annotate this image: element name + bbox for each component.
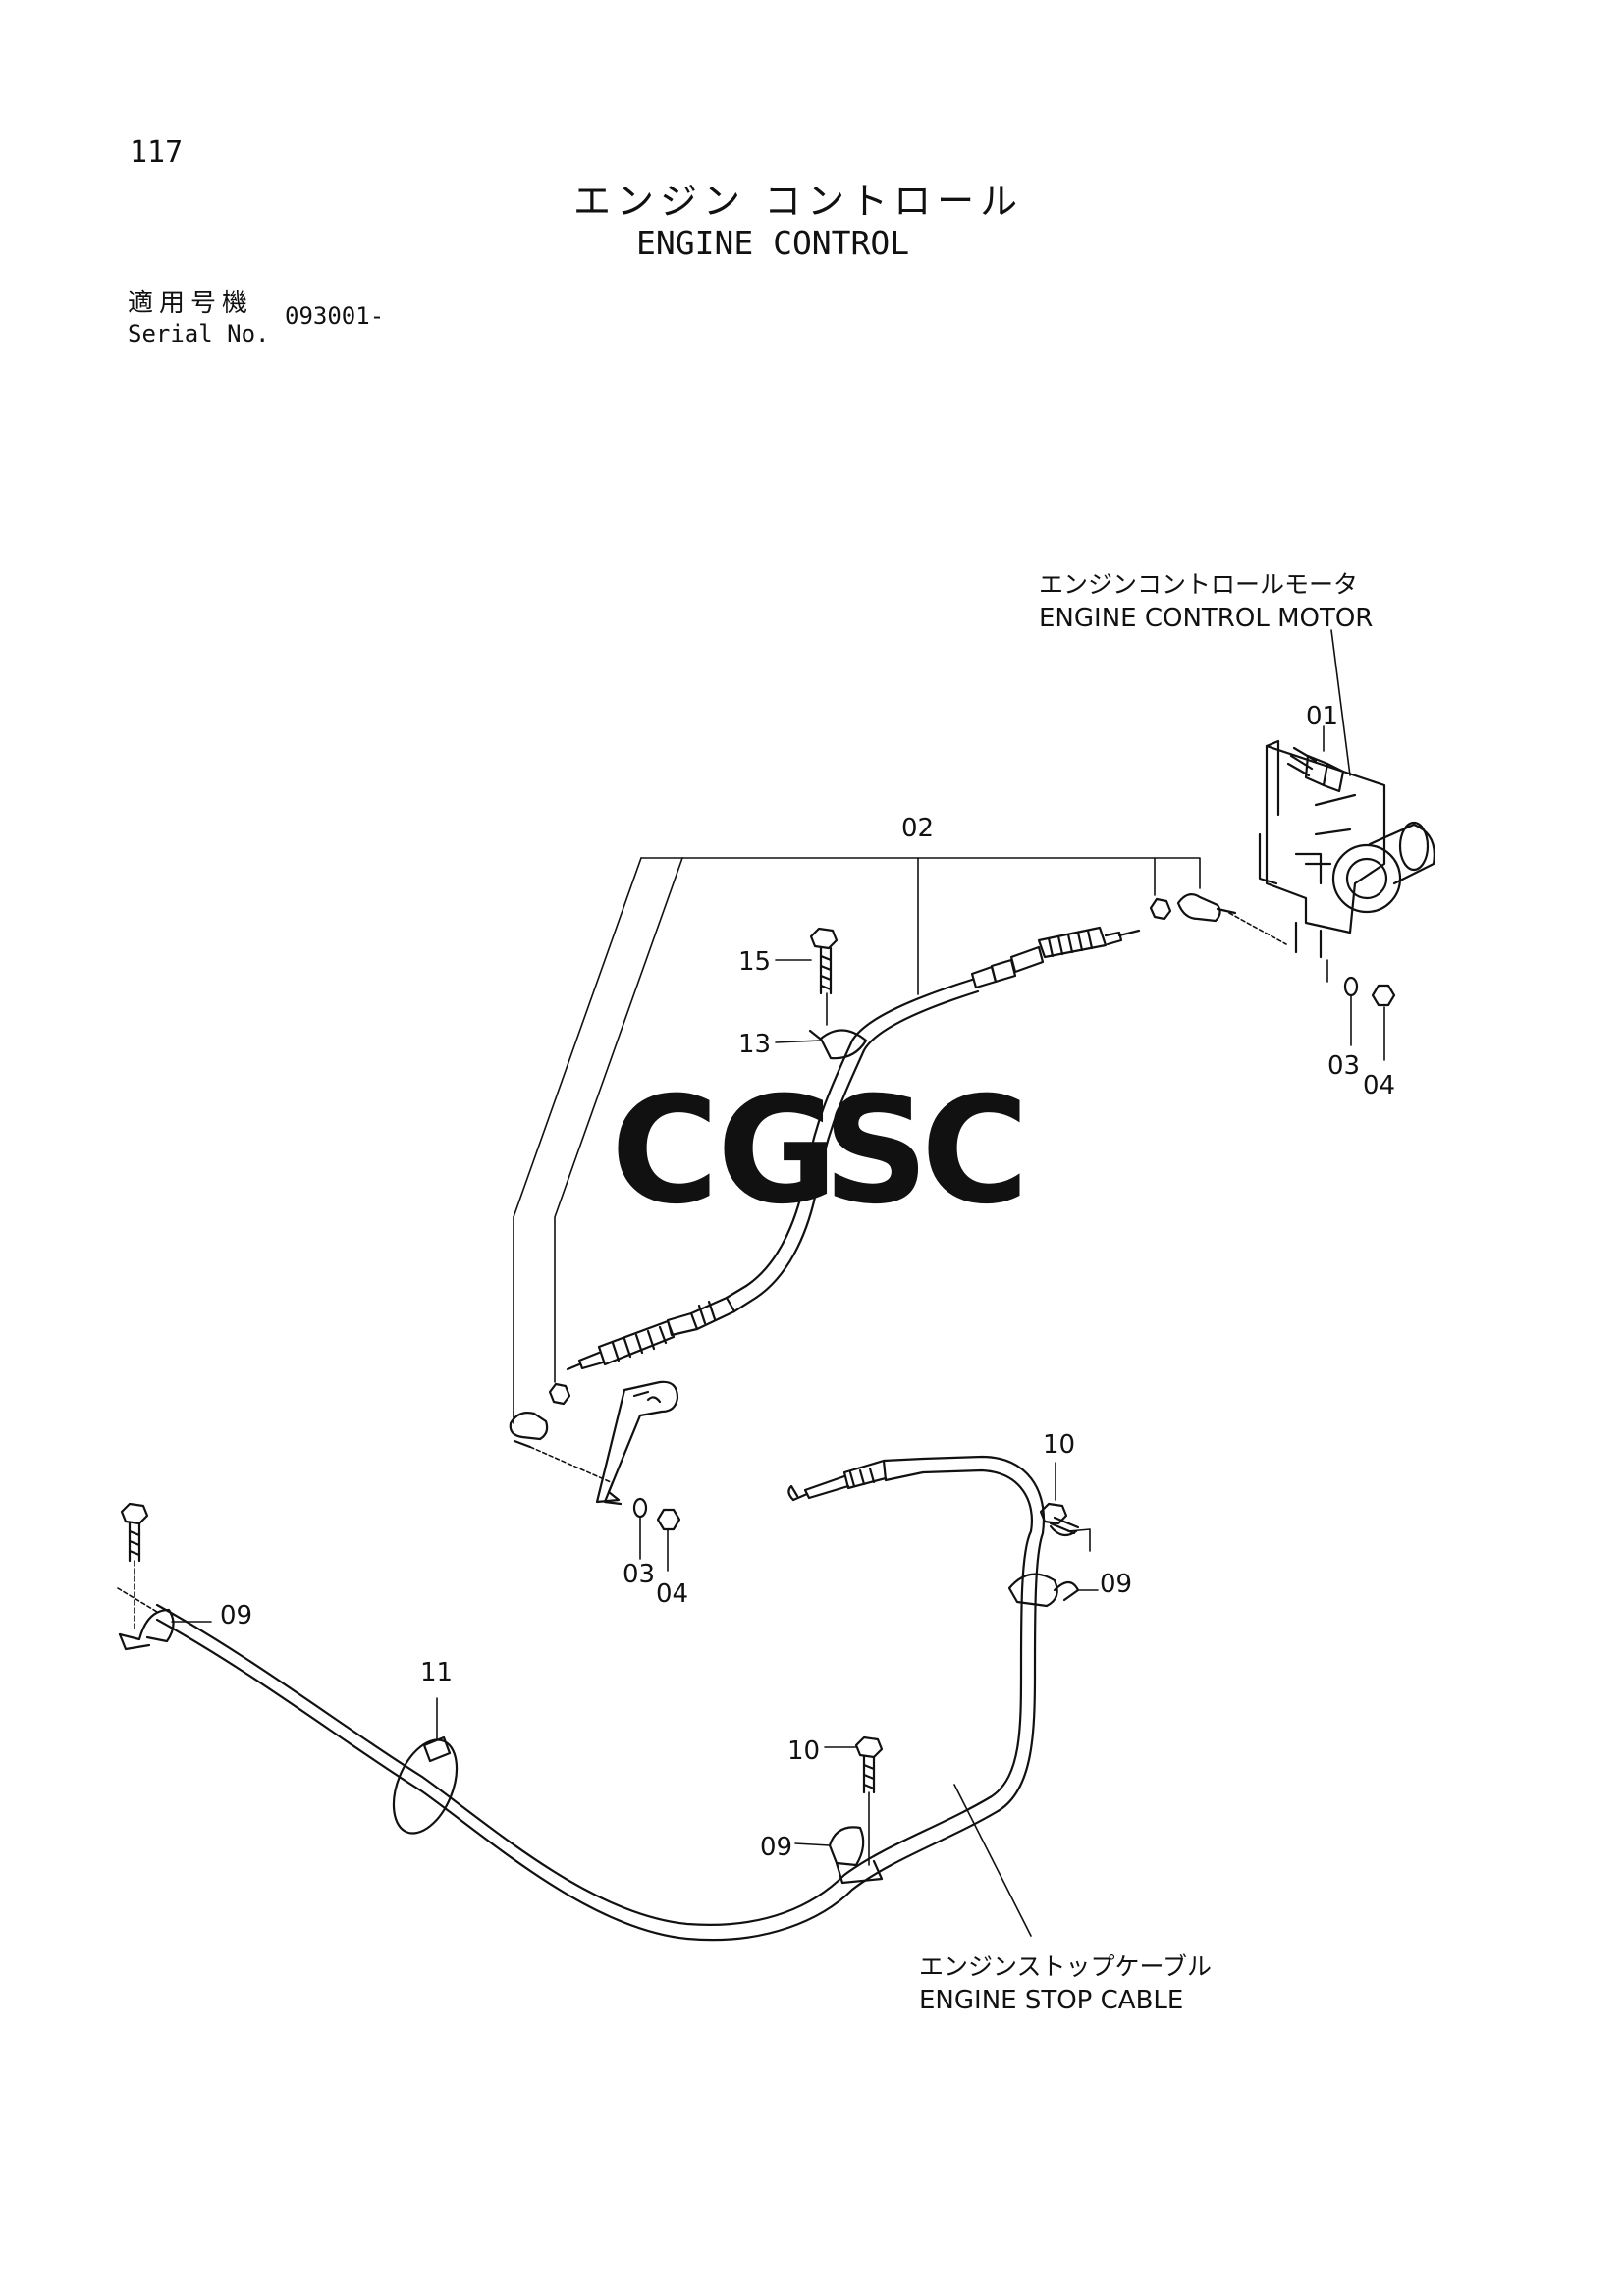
- stop-cable-callout-leader: [953, 1784, 1032, 1937]
- cgsc-watermark: C G S C: [611, 1066, 1029, 1237]
- part-02-cable-upper-end: [970, 926, 1141, 989]
- motor-clevis-and-nut: [1149, 892, 1287, 945]
- page-number: 117: [130, 135, 184, 170]
- part-label-01: 01: [1306, 702, 1338, 731]
- serial-number-value: 093001-: [285, 302, 385, 330]
- stop-cable-callout-ja: エンジンストップケーブル: [919, 1952, 1212, 1981]
- left-clamp-09: [118, 1502, 212, 1651]
- part-label-10-lower: 10: [787, 1736, 820, 1766]
- lower-clamp-09: [794, 1735, 884, 1885]
- part-13-clamp: [808, 1029, 868, 1060]
- part-label-09-right: 09: [1100, 1570, 1132, 1599]
- motor-callout-en: ENGINE CONTROL MOTOR: [1039, 604, 1373, 633]
- serial-label-en: Serial No.: [128, 320, 270, 347]
- motor-washer-nut: [1326, 959, 1396, 1061]
- part-label-09-lower: 09: [760, 1833, 792, 1862]
- part-label-04-lever: 04: [656, 1579, 688, 1609]
- serial-label-ja: 適用号機: [128, 289, 254, 318]
- part-label-11: 11: [420, 1658, 453, 1687]
- part-label-04-motor: 04: [1363, 1071, 1395, 1100]
- watermark-letter-c1: C: [611, 1066, 719, 1237]
- watermark-letter-g: G: [717, 1066, 838, 1237]
- part-label-03-motor: 03: [1327, 1051, 1360, 1081]
- motor-callout-ja: エンジンコントロールモータ: [1039, 570, 1358, 599]
- right-clamp-09: [1007, 1462, 1099, 1608]
- part-11-cable-tie: [392, 1697, 459, 1835]
- watermark-letter-c2: C: [921, 1066, 1029, 1237]
- engine-stop-cable: [117, 1455, 1046, 1942]
- watermark-letter-s: S: [823, 1066, 929, 1237]
- page-title-en: ENGINE CONTROL: [636, 224, 910, 262]
- part-13-leader: [775, 1040, 822, 1043]
- part-label-10-upper: 10: [1043, 1430, 1075, 1460]
- part-label-02: 02: [901, 814, 934, 843]
- page-title-ja: エンジン コントロール: [573, 180, 1024, 223]
- part-label-13: 13: [738, 1030, 771, 1059]
- stop-cable-callout-en: ENGINE STOP CABLE: [919, 1986, 1183, 2015]
- part-01-bolt: [1286, 746, 1345, 793]
- part-label-09-left: 09: [220, 1601, 252, 1630]
- motor-callout-leader: [1330, 629, 1351, 776]
- part-02-leader-bracket: [513, 857, 1201, 1424]
- part-15-bolt: [809, 927, 839, 1026]
- part-label-03-lever: 03: [623, 1560, 655, 1589]
- lever-assembly: [509, 1380, 681, 1572]
- part-02-control-cable: [566, 978, 980, 1371]
- engine-control-motor: [1258, 739, 1435, 959]
- part-label-15: 15: [738, 947, 771, 977]
